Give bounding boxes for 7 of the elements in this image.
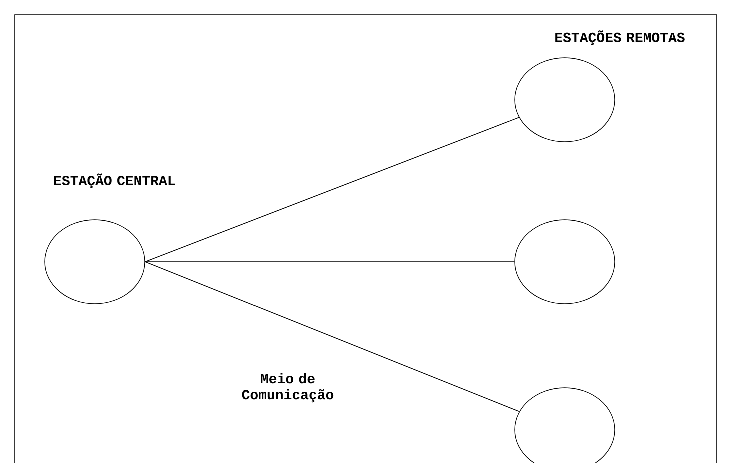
text-label: Meio de Comunicação xyxy=(242,373,334,403)
text-label: ESTAÇÕES REMOTAS xyxy=(556,30,685,46)
station-circle xyxy=(514,58,616,142)
station-circle xyxy=(514,220,616,304)
connection-line xyxy=(144,117,520,262)
station-heading: ESTAÇÃO CENTRAL xyxy=(54,174,176,188)
connection-line xyxy=(144,262,520,412)
